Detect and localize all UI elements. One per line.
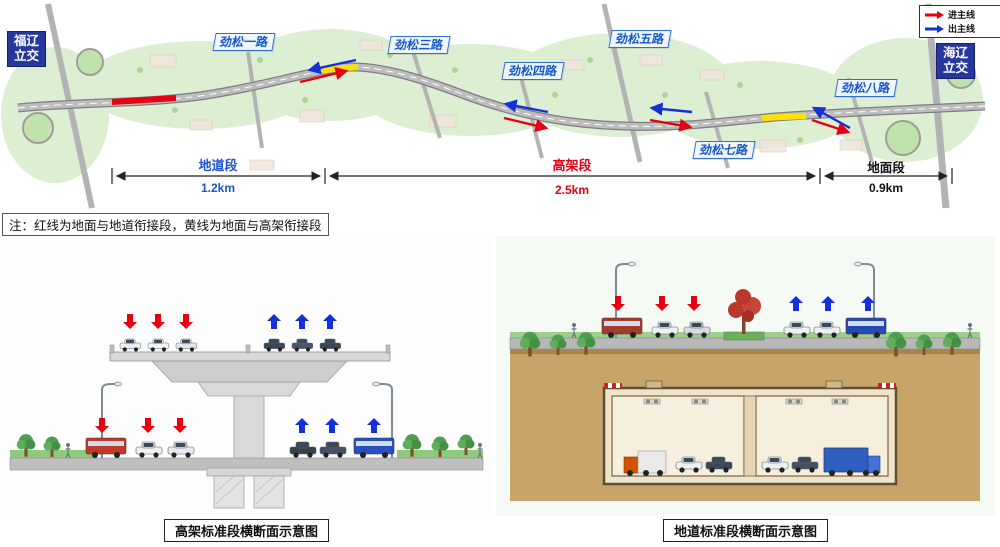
legend-exit-label: 出主线 [948,24,976,34]
exit-arrow-jinsong4 [503,99,549,114]
deck-car [291,338,314,352]
deck-car [147,338,170,352]
enter-direction-arrow [655,296,669,311]
ground-car [135,441,163,459]
pile-cap [206,467,292,477]
enter-direction-arrow [95,418,109,433]
segment-elevated-length: 2.5km [554,183,590,197]
enter-direction-arrow [141,418,155,433]
deck-slab [109,351,391,362]
segment-tunnel-length: 1.2km [200,181,236,195]
direction-legend: 进主线 出主线 [919,5,1000,38]
deck-barrier-right [385,344,391,354]
elevated-section-panel [2,236,491,516]
route-plan-map [1,3,986,209]
edge-marker-stripes [604,383,896,388]
elevated-section-caption: 高架标准段横断面示意图 [163,519,329,542]
deck-car [119,338,142,352]
exit-direction-arrow [325,418,339,433]
exit-arrow-jinsong1 [307,58,357,75]
ground-bus-blue [353,437,395,459]
tunnel-caption-row: 地道标准段横断面示意图 [496,519,995,542]
road-label-jinsong1: 劲松一路 [212,33,276,51]
exit-direction-arrow [367,418,381,433]
deck-car [319,338,342,352]
yellow-connector-elevated-east [761,113,807,121]
dimension-lines [111,168,953,184]
tunnel-truck-left [623,450,667,476]
piles [213,475,285,509]
deck-car [175,338,198,352]
legend-enter-label: 进主线 [948,10,976,20]
deck-car [263,338,286,352]
exit-arrow-jinsong7 [649,102,693,116]
segment-surface-length: 0.9km [868,181,904,195]
enter-arrow-jinsong7 [649,118,693,132]
interchange-hailiao-line1: 海辽 [943,46,969,60]
tunnel-truck-right [823,447,881,476]
greenery [1,29,983,183]
elevated-cross-section [9,314,484,509]
ground-car [319,441,347,459]
interchange-fuliao-line1: 福辽 [14,34,40,48]
interchange-hailiao-line2: 立交 [943,61,969,75]
enter-direction-arrow [151,314,165,329]
legend-row-enter: 进主线 [924,8,998,21]
tunnel-cross-section [509,261,981,501]
deck-median-barrier [245,344,251,354]
segment-elevated-name: 高架段 [552,158,592,173]
road-label-jinsong4: 劲松四路 [501,62,565,80]
exit-direction-arrow [267,314,281,329]
interchange-fuliao: 福辽 立交 [7,31,47,67]
pier-cap [197,381,301,397]
elevated-caption-row: 高架标准段横断面示意图 [2,519,491,542]
enter-direction-arrow [611,296,625,311]
enter-direction-arrow [123,314,137,329]
tunnel-fans [643,398,849,405]
exit-direction-arrow [789,296,803,311]
red-tree [728,289,761,334]
exit-direction-arrow [323,314,337,329]
road-label-jinsong3: 劲松三路 [387,36,451,54]
city-blocks [149,39,863,171]
interchange-hailiao: 海辽 立交 [936,43,976,79]
segment-surface-name: 地面段 [867,161,905,175]
pier-column [233,393,265,459]
box-girder [151,360,348,383]
segment-tunnel-name: 地道段 [198,158,238,173]
ground-car [289,441,317,459]
enter-arrow-jinsong4 [503,116,549,132]
earth-topsoil [510,349,980,354]
enter-direction-arrow [173,418,187,433]
enter-arrow-icon [925,10,944,19]
ground-car [167,441,195,459]
ground-bus-red [85,437,127,459]
legend-row-exit: 出主线 [924,22,998,35]
exit-arrow-icon [925,24,944,33]
red-connector-tunnel [111,95,177,105]
exit-direction-arrow [295,314,309,329]
exit-direction-arrow [295,418,309,433]
exit-direction-arrow [861,296,875,311]
interchange-fuliao-line2: 立交 [14,49,40,63]
tunnel-section-caption: 地道标准段横断面示意图 [662,519,828,542]
enter-arrow-jinsong1 [299,67,349,84]
note: 注：红线为地面与地道衔接段，黄线为地面与高架衔接段 [2,213,329,236]
deck-barrier-left [109,344,115,354]
yellow-connector-elevated-west [321,64,359,73]
road-label-jinsong7: 劲松七路 [692,141,756,159]
exit-arrow-jinsong8 [811,106,851,130]
tunnel-section-panel [496,236,995,516]
enter-arrow-jinsong8 [811,118,851,135]
enter-direction-arrow [179,314,193,329]
tunnel-vent [825,380,843,389]
tunnel-vent [645,380,663,389]
enter-direction-arrow [687,296,701,311]
tunnel-center-wall [743,395,757,477]
road-label-jinsong8: 劲松八路 [834,79,898,97]
exit-direction-arrow [821,296,835,311]
road-label-jinsong5: 劲松五路 [608,30,672,48]
